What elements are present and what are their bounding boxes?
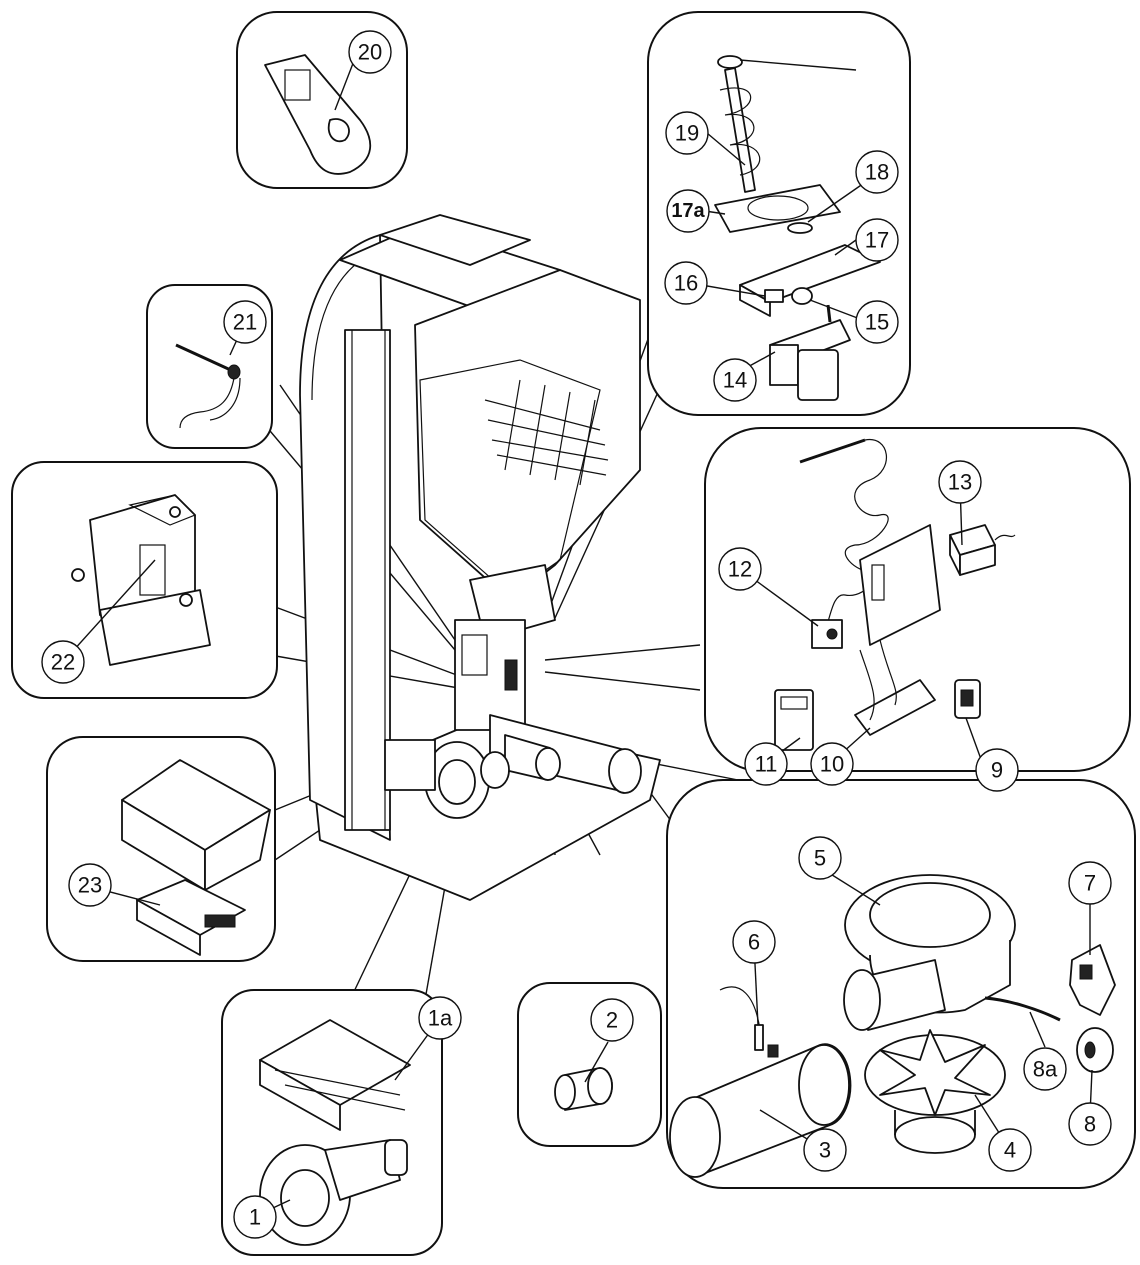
callout-label-19: 19	[675, 121, 699, 146]
remote-control	[264, 54, 372, 175]
callout-label-3: 3	[819, 1138, 831, 1163]
callout-circle-14	[713, 358, 757, 402]
callout-label-13: 13	[948, 470, 972, 495]
central-stove-assembly	[299, 214, 661, 901]
pellet-hopper	[414, 269, 641, 601]
callout-label-23: 23	[78, 873, 102, 898]
display-keypad	[774, 689, 814, 751]
callout-label-14: 14	[723, 368, 747, 393]
terminal-board	[854, 679, 936, 736]
callout-label-10: 10	[820, 752, 844, 777]
callout-circle-22	[41, 640, 85, 684]
callout-label-8: 8	[1084, 1112, 1096, 1137]
detail-box-2	[517, 982, 662, 1147]
detail-box-1	[221, 989, 443, 1256]
seal-ring-bottom	[787, 222, 813, 234]
detail-box-3-8	[666, 779, 1136, 1189]
callout-label-17: 17	[865, 228, 889, 253]
callout-label-12: 12	[728, 557, 752, 582]
callout-label-4: 4	[1004, 1138, 1016, 1163]
callout-label-21: 21	[233, 310, 257, 335]
callout-circle-13	[938, 460, 982, 504]
callout-circle-12	[718, 547, 762, 591]
callout-circle-10	[810, 742, 854, 786]
callout-label-5: 5	[814, 846, 826, 871]
callout-circle-16	[664, 261, 708, 305]
callout-labels: 20 19 18 17 16 15 14 21 22 13 12 11 10 9…	[51, 40, 1096, 1230]
callout-circle-2	[590, 998, 634, 1042]
callout-circle-8a	[1023, 1047, 1067, 1091]
callout-label-15: 15	[865, 310, 889, 335]
callout-circle-8	[1068, 1102, 1112, 1146]
callout-circle-17a	[666, 189, 710, 233]
callout-label-8a: 8a	[1033, 1057, 1058, 1082]
callout-circle-9	[975, 748, 1019, 792]
callout-circle-11	[744, 742, 788, 786]
callout-circle-1	[233, 1195, 277, 1239]
callout-circle-6	[732, 920, 776, 964]
detail-box-14-19	[647, 11, 911, 416]
callout-label-22: 22	[51, 650, 75, 675]
callout-label-16: 16	[674, 271, 698, 296]
callout-circle-3	[803, 1128, 847, 1172]
callout-label-2: 2	[606, 1008, 618, 1033]
callout-label-11: 11	[755, 752, 778, 777]
callout-label-18: 18	[865, 160, 889, 185]
callout-circle-4	[988, 1128, 1032, 1172]
control-panel-plate	[859, 524, 941, 646]
callout-label-20: 20	[358, 40, 382, 65]
pressure-switch	[1069, 944, 1116, 1016]
callout-label-6: 6	[748, 930, 760, 955]
callout-label-1a: 1a	[428, 1006, 453, 1031]
callout-circles	[41, 30, 1112, 1239]
detail-box-9-13	[704, 427, 1131, 772]
callout-circle-1a	[418, 996, 462, 1040]
callout-circle-19	[665, 111, 709, 155]
bushing	[764, 289, 784, 303]
callout-circle-17	[855, 218, 899, 262]
callout-circle-21	[223, 300, 267, 344]
callout-circle-15	[855, 300, 899, 344]
gasket-17a	[714, 184, 841, 233]
callout-label-17a: 17a	[671, 200, 705, 222]
detail-box-22	[11, 461, 278, 699]
callout-circle-23	[68, 863, 112, 907]
callout-label-7: 7	[1084, 871, 1096, 896]
callout-circle-18	[855, 150, 899, 194]
callout-circle-20	[348, 30, 392, 74]
hopper-grid	[484, 379, 609, 486]
callout-label-9: 9	[991, 758, 1003, 783]
callout-circle-5	[798, 836, 842, 880]
callout-label-1: 1	[249, 1205, 261, 1230]
detail-box-23	[46, 736, 276, 962]
callout-circle-7	[1068, 861, 1112, 905]
coupling	[791, 287, 813, 305]
seal-ring-top	[717, 55, 743, 69]
